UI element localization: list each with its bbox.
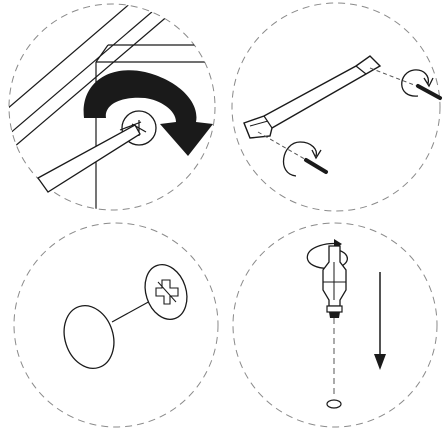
cabinet-corner-lines <box>0 0 230 220</box>
screwdriver-icon <box>38 122 141 192</box>
down-arrow-icon <box>374 272 386 370</box>
door-handle-icon <box>244 56 380 138</box>
screw-icon <box>306 86 440 172</box>
cover-cap-icon <box>56 299 121 375</box>
alignment-line <box>370 68 422 88</box>
panel-handle-mounting <box>232 3 440 211</box>
panel-outline <box>14 223 218 427</box>
panel-screwdriver-turn <box>0 0 230 220</box>
panel-wall-anchor <box>233 223 437 427</box>
panel-outline <box>232 3 440 211</box>
connector-line <box>112 300 152 322</box>
panel-cover-cap <box>14 223 218 427</box>
wall-anchor-icon <box>323 246 346 318</box>
screw-head-icon <box>138 259 193 325</box>
hole-icon <box>327 400 341 408</box>
